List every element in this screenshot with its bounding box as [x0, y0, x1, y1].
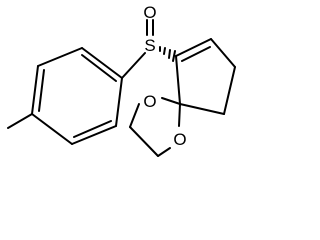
atom-label-dioxolane-oxygen-upper: O	[143, 92, 156, 111]
bond-ar5-ar6-inner	[73, 120, 112, 138]
bond-c8-c9	[223, 66, 236, 115]
atom-label-sulfur: S	[144, 36, 155, 55]
bond-ar5-ar6	[71, 125, 117, 145]
bond-c6-spiro	[175, 55, 181, 105]
bond-ch2-o-lower	[157, 147, 171, 157]
bond-c6-c7-inner	[181, 46, 211, 62]
bond-spiro-o-upper	[161, 97, 181, 105]
bond-ch2-ch2	[129, 126, 159, 157]
bond-ar4-ar5	[115, 77, 123, 127]
bond-ar1-ar2-inner	[38, 69, 45, 112]
bond-c6-c7	[175, 38, 212, 57]
bond-ar2-ar3	[37, 47, 83, 67]
bond-spiro-o-lower	[178, 103, 181, 127]
hashed-wedge-bond	[159, 46, 176, 62]
bond-ar3-ar4-inner	[81, 54, 117, 82]
bond-aryl-sulfur	[121, 52, 146, 79]
structure-drawing: O S O O	[7, 3, 236, 157]
bond-ar6-ar1	[31, 113, 73, 145]
bond-o-upper-ch2	[129, 103, 140, 128]
bond-c9-spiro	[179, 103, 225, 115]
bond-ar1-ar2	[31, 65, 39, 115]
atom-label-dioxolane-oxygen-lower: O	[173, 130, 186, 149]
atom-label-sulfoxide-oxygen: O	[143, 3, 156, 22]
bond-ar3-ar4	[81, 47, 123, 79]
bond-methyl-aryl	[7, 113, 33, 129]
bond-c7-c8	[210, 38, 236, 68]
